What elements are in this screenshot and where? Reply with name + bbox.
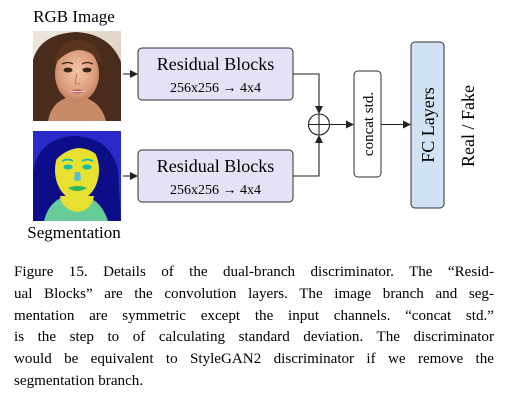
caption-line: segmentation branch. bbox=[14, 372, 144, 389]
residual-blocks-bottom: Residual Blocks 256x256 → 4x4 bbox=[137, 149, 294, 203]
discriminator-diagram: RGB Image Segmentation Resid bbox=[27, 7, 478, 242]
arrow-bottom-to-sum bbox=[293, 135, 323, 177]
residual-blocks-top: Residual Blocks 256x256 → 4x4 bbox=[137, 47, 294, 101]
sum-node bbox=[307, 113, 331, 136]
real-fake-output-label: Real / Fake bbox=[458, 85, 478, 167]
rgb-face-image bbox=[33, 31, 121, 121]
caption-line: would be equivalent to StyleGAN2 discrim… bbox=[14, 351, 494, 368]
segmentation-map-image bbox=[33, 131, 121, 221]
residual-blocks-top-title: Residual Blocks bbox=[157, 54, 275, 74]
rgb-image-label: RGB Image bbox=[33, 7, 115, 26]
segmentation-label: Segmentation bbox=[27, 223, 121, 242]
concat-std-label: concat std. bbox=[361, 92, 377, 156]
caption-line: ual Blocks” are the convolution layers. … bbox=[14, 285, 494, 302]
concat-std-box: concat std. bbox=[353, 70, 382, 178]
residual-blocks-top-resolution: 256x256 → 4x4 bbox=[170, 81, 261, 96]
caption-line: is the step to of calculating standard d… bbox=[14, 329, 494, 346]
fc-layers-box: FC Layers bbox=[410, 41, 445, 209]
figure-caption: Figure 15. Details of the dual-branch di… bbox=[14, 262, 494, 393]
residual-blocks-bottom-title: Residual Blocks bbox=[157, 156, 275, 176]
caption-line: mentation are symmetric except the input… bbox=[14, 307, 494, 324]
residual-blocks-bottom-resolution: 256x256 → 4x4 bbox=[170, 183, 261, 198]
caption-line: Figure 15. Details of the dual-branch di… bbox=[14, 264, 494, 280]
fc-layers-label: FC Layers bbox=[418, 87, 438, 163]
arrow-top-to-sum bbox=[293, 73, 323, 114]
